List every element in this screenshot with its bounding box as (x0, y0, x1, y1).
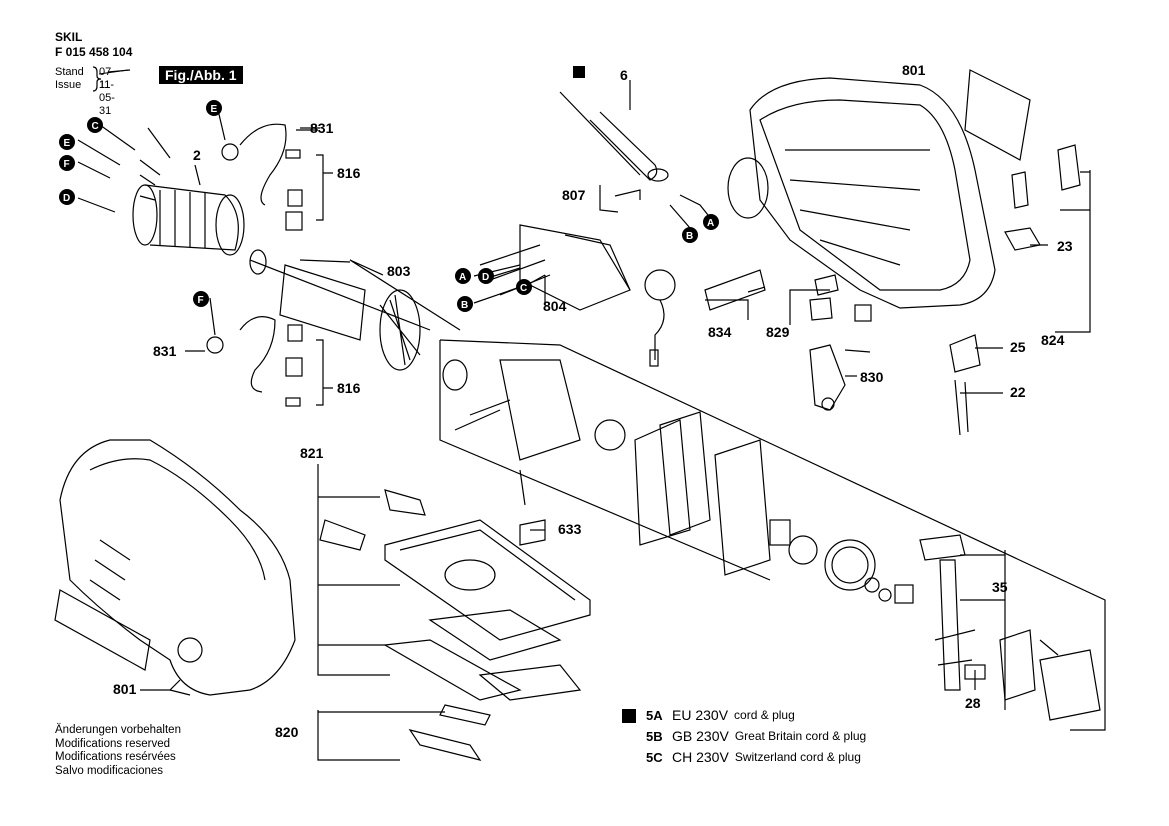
stand-label: Stand (55, 66, 84, 78)
connector-d-left: D (63, 193, 70, 204)
square-marker-icon (622, 708, 636, 723)
part-label-25: 25 (1010, 339, 1026, 355)
part-label-831-bottom: 831 (153, 343, 177, 359)
connector-f-top: F (64, 159, 70, 170)
connector-a-switch: A (459, 272, 466, 283)
connector-b-switch: B (461, 300, 468, 311)
issue-date: 11-05-31 (99, 79, 115, 117)
connector-c-switch: C (520, 283, 527, 294)
cord-marker-icon (573, 66, 585, 78)
part-label-804: 804 (543, 298, 567, 314)
part-label-831-top: 831 (310, 120, 334, 136)
part-label-830: 830 (860, 369, 884, 385)
part-label-820: 820 (275, 724, 299, 740)
connector-a-cord: A (707, 218, 714, 229)
part-label-807: 807 (562, 187, 586, 203)
stand-issue-block: Stand 07-11 Issue 11-05-31 (55, 66, 115, 117)
brand-name: SKIL (55, 30, 83, 44)
part-label-2: 2 (193, 147, 201, 163)
connector-f-wire: F (198, 295, 204, 306)
part-label-821: 821 (300, 445, 324, 461)
part-label-22: 22 (1010, 384, 1026, 400)
part-label-6: 6 (620, 67, 628, 83)
note-es: Salvo modificaciones (55, 764, 164, 777)
connector-c-top: C (92, 121, 99, 132)
connector-e-wire: E (211, 104, 218, 115)
part-label-801-top: 801 (902, 62, 926, 78)
stand-date: 07-11 (99, 66, 115, 91)
part-label-23: 23 (1057, 238, 1073, 254)
note-en: Modifications reserved (55, 737, 171, 750)
part-label-803: 803 (387, 263, 411, 279)
part-label-801-bottom: 801 (113, 681, 137, 697)
issue-label: Issue (55, 79, 82, 91)
connector-d-switch: D (482, 272, 489, 283)
part-label-633: 633 (558, 521, 582, 537)
part-label-834: 834 (708, 324, 732, 340)
figure-badge: Fig./Abb. 1 (159, 66, 243, 84)
modifications-notes: Änderungen vorbehalten Modifications res… (55, 724, 181, 778)
part-label-829: 829 (766, 324, 790, 340)
part-label-28: 28 (965, 695, 981, 711)
note-fr: Modifications resérvées (55, 751, 176, 763)
part-label-816-top: 816 (337, 165, 361, 181)
part-label-824: 824 (1041, 332, 1065, 348)
note-de: Änderungen vorbehalten (55, 724, 181, 736)
part-number: F 015 458 104 (55, 45, 133, 59)
connector-b-cord: B (686, 231, 693, 242)
part-label-816-bottom: 816 (337, 380, 361, 396)
part-label-35: 35 (992, 579, 1008, 595)
connector-e-top: E (64, 138, 71, 149)
